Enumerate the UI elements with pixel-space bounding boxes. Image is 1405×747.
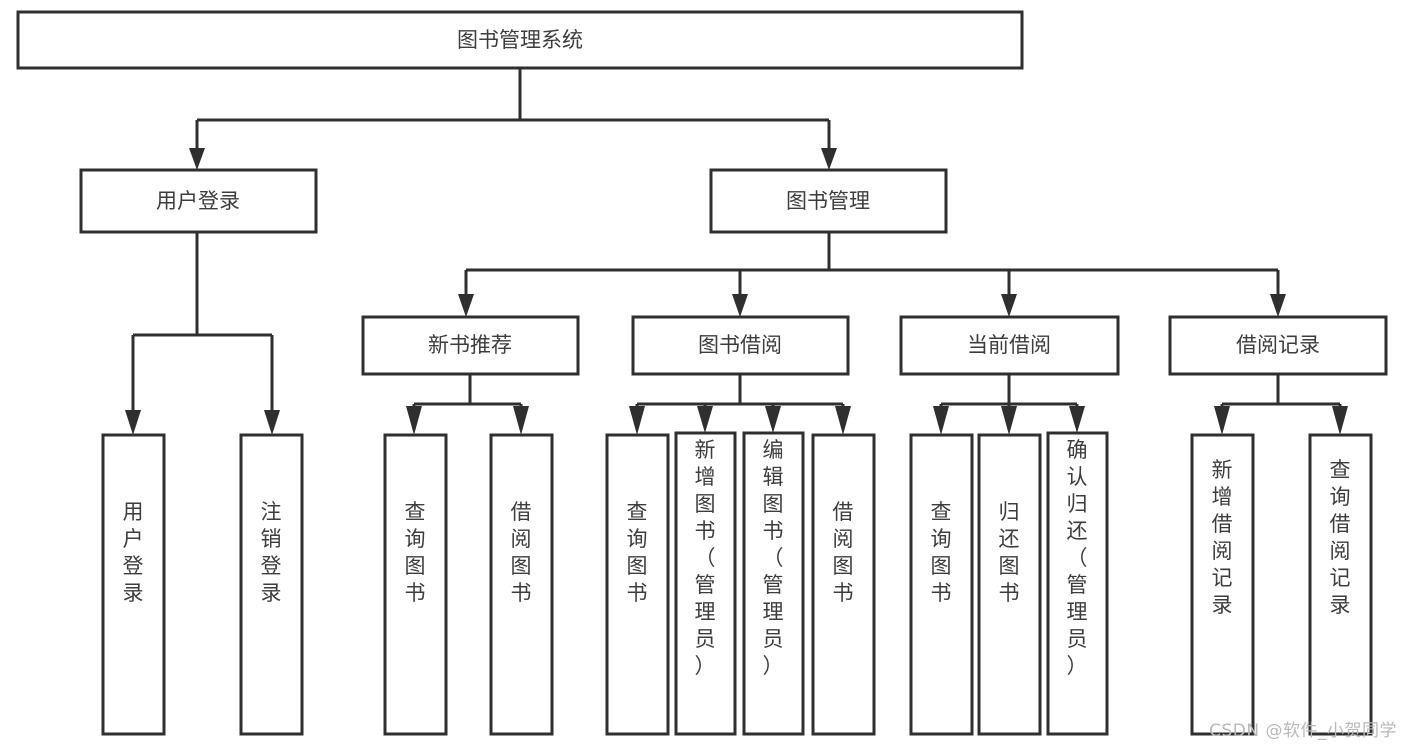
connector-group-borrow-record — [1214, 374, 1348, 435]
node-root-label: 图书管理系统 — [457, 28, 583, 52]
leaf-node[interactable]: 新增借阅记录 — [1190, 433, 1255, 736]
arrow-head-user-login-c2 — [264, 410, 280, 435]
leaf-label: 用户登录 — [123, 500, 144, 605]
arrow-head-current-borrow-c1 — [933, 406, 949, 435]
leaf-box — [1308, 433, 1373, 736]
node-user-login[interactable]: 用户登录 — [79, 168, 318, 234]
leaf-box — [1190, 433, 1255, 736]
connector-group-root — [189, 68, 837, 170]
node-root-box — [16, 10, 1024, 70]
node-new-book-recommend-label: 新书推荐 — [428, 333, 512, 357]
node-root-system[interactable]: 图书管理系统 — [16, 10, 1024, 70]
leaf-box — [489, 433, 554, 736]
arrow-head-new-book-c1 — [406, 406, 422, 435]
node-current-borrow-label: 当前借阅 — [967, 333, 1051, 357]
leaf-label: 注销登录 — [261, 500, 282, 605]
node-current-borrow-box — [899, 315, 1120, 376]
connector-group-book-borrow — [629, 374, 851, 435]
leaf-box — [101, 433, 166, 736]
arrow-head-current-borrow — [1001, 294, 1017, 317]
leaf-node[interactable]: 查询图书 — [909, 433, 974, 736]
leaf-label: 新增图书（管理员） — [695, 438, 716, 678]
node-book-management-box — [709, 168, 948, 234]
leaf-box — [383, 433, 448, 736]
arrow-head-book-borrow — [732, 294, 748, 317]
node-book-borrow-label: 图书借阅 — [698, 333, 782, 357]
leaf-label: 新增借阅记录 — [1212, 458, 1233, 617]
leaf-node[interactable]: 编辑图书（管理员） — [742, 431, 805, 736]
leaf-node[interactable]: 查询图书 — [605, 433, 670, 736]
leaf-box — [605, 433, 670, 736]
node-book-borrow[interactable]: 图书借阅 — [631, 315, 850, 376]
leaf-box — [742, 431, 805, 736]
leaf-label: 归还图书 — [999, 500, 1020, 605]
leaf-label: 查询图书 — [931, 500, 952, 605]
leaf-box — [239, 433, 304, 736]
leaf-label: 查询图书 — [627, 500, 648, 605]
node-borrow-record-label: 借阅记录 — [1236, 333, 1320, 357]
leaf-node[interactable]: 用户登录 — [101, 433, 166, 736]
arrow-head-borrow-record-c1 — [1214, 406, 1230, 435]
arrow-head-book-mgmt — [821, 148, 837, 170]
leaf-box — [674, 431, 737, 736]
leaf-node[interactable]: 注销登录 — [239, 433, 304, 736]
node-user-login-box — [79, 168, 318, 234]
arrow-head-current-borrow-c2 — [1001, 406, 1017, 435]
leaf-node[interactable]: 查询图书 — [383, 433, 448, 736]
leaf-node[interactable]: 查询借阅记录 — [1308, 433, 1373, 736]
node-book-borrow-box — [631, 315, 850, 376]
arrow-head-user-login — [189, 148, 205, 170]
connector-group-current-borrow — [933, 374, 1085, 435]
arrow-head-new-book — [458, 294, 474, 317]
connector-group-user-login — [125, 232, 280, 435]
leaf-box — [909, 433, 974, 736]
leaf-label: 查询图书 — [405, 500, 426, 605]
arrow-head-book-borrow-c1 — [629, 406, 645, 435]
node-borrow-record-box — [1168, 315, 1388, 376]
leaf-box — [811, 433, 876, 736]
arrow-head-borrow-record-c2 — [1332, 406, 1348, 435]
node-current-borrow[interactable]: 当前借阅 — [899, 315, 1120, 376]
leaf-box — [1046, 431, 1109, 736]
leaf-box — [977, 433, 1042, 736]
node-new-book-recommend-box — [361, 315, 580, 376]
node-new-book-recommend[interactable]: 新书推荐 — [361, 315, 580, 376]
arrow-head-book-borrow-c2 — [697, 406, 713, 433]
node-borrow-record[interactable]: 借阅记录 — [1168, 315, 1388, 376]
leaf-node[interactable]: 借阅图书 — [489, 433, 554, 736]
leaf-label: 借阅图书 — [833, 500, 854, 605]
arrow-head-borrow-record — [1270, 294, 1286, 317]
arrow-head-new-book-c2 — [513, 406, 529, 435]
connector-group-new-book — [406, 374, 529, 435]
arrow-head-current-borrow-c3 — [1069, 406, 1085, 433]
arrow-head-book-borrow-c3 — [765, 406, 781, 433]
leaf-label: 借阅图书 — [511, 500, 532, 605]
connector-group-book-mgmt — [458, 232, 1286, 317]
leaf-node[interactable]: 归还图书 — [977, 433, 1042, 736]
leaf-label: 确认归还（管理员） — [1067, 438, 1088, 678]
arrow-head-book-borrow-c4 — [835, 406, 851, 435]
leaf-label: 编辑图书（管理员） — [763, 438, 784, 678]
leaf-node[interactable]: 确认归还（管理员） — [1046, 431, 1109, 736]
leaf-node[interactable]: 新增图书（管理员） — [674, 431, 737, 736]
node-user-login-label: 用户登录 — [156, 189, 240, 213]
node-book-management[interactable]: 图书管理 — [709, 168, 948, 234]
leaf-label: 查询借阅记录 — [1330, 458, 1351, 617]
leaf-node[interactable]: 借阅图书 — [811, 433, 876, 736]
arrow-head-user-login-c1 — [125, 410, 141, 435]
node-book-management-label: 图书管理 — [786, 189, 870, 213]
